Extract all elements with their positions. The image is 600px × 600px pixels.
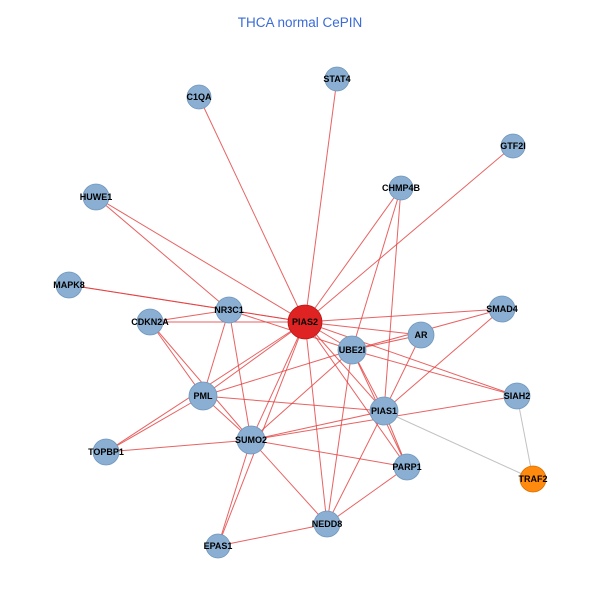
- edge-UBE2I-SIAH2: [351, 349, 518, 397]
- edge-PIAS2-PARP1: [304, 321, 408, 468]
- edge-PIAS2-NEDD8: [304, 321, 328, 525]
- edge-PIAS2-CHMP4B: [304, 187, 402, 323]
- node-TRAF2[interactable]: TRAF2: [519, 465, 548, 493]
- node-circle-UBE2I[interactable]: [337, 335, 367, 365]
- edge-PIAS2-PML: [202, 321, 306, 397]
- edge-PML-TOPBP1: [105, 395, 204, 453]
- node-circle-PML[interactable]: [188, 381, 218, 411]
- edge-SUMO2-PARP1: [250, 439, 408, 468]
- edge-PIAS1-NEDD8: [326, 410, 385, 525]
- edge-PARP1-NEDD8: [326, 466, 408, 525]
- edge-UBE2I-PML: [202, 349, 353, 397]
- node-circle-SMAD4[interactable]: [488, 295, 516, 323]
- node-MAPK8[interactable]: MAPK8: [53, 271, 85, 299]
- node-circle-CHMP4B[interactable]: [388, 175, 414, 201]
- edge-SIAH2-TRAF2: [516, 395, 534, 480]
- edge-NR3C1-MAPK8: [68, 284, 230, 311]
- edge-SUMO2-CDKN2A: [149, 321, 252, 441]
- edge-PIAS2-C1QA: [198, 96, 306, 323]
- node-circle-NEDD8[interactable]: [313, 510, 341, 538]
- edge-SUMO2-NR3C1: [228, 309, 252, 441]
- edge-SUMO2-PIAS1: [250, 410, 385, 441]
- edge-SUMO2-TOPBP1: [105, 439, 252, 453]
- node-circle-HUWE1[interactable]: [82, 183, 110, 211]
- node-circle-CDKN2A[interactable]: [136, 308, 164, 336]
- node-UBE2I[interactable]: UBE2I: [337, 335, 367, 365]
- node-GTF2I[interactable]: GTF2I: [500, 133, 526, 159]
- node-circle-TOPBP1[interactable]: [92, 438, 120, 466]
- edge-PIAS1-TRAF2: [383, 410, 534, 480]
- node-circle-EPAS1[interactable]: [205, 533, 231, 559]
- edge-PML-NR3C1: [202, 309, 230, 397]
- node-circle-PARP1[interactable]: [393, 453, 421, 481]
- node-EPAS1[interactable]: EPAS1: [204, 533, 233, 559]
- node-STAT4[interactable]: STAT4: [323, 66, 351, 92]
- edge-PIAS2-STAT4: [304, 78, 338, 323]
- node-circle-PIAS1[interactable]: [369, 396, 399, 426]
- edge-NEDD8-EPAS1: [217, 523, 328, 547]
- edge-PIAS2-SMAD4: [304, 308, 503, 323]
- node-AR[interactable]: AR: [407, 321, 435, 349]
- edge-PML-PIAS1: [202, 395, 385, 412]
- node-circle-MAPK8[interactable]: [55, 271, 83, 299]
- edge-UBE2I-CHMP4B: [351, 187, 402, 351]
- edge-PML-CDKN2A: [149, 321, 204, 397]
- edge-PIAS2-GTF2I: [304, 145, 514, 323]
- edge-PIAS2-AR: [304, 321, 422, 336]
- node-TOPBP1[interactable]: TOPBP1: [88, 438, 124, 466]
- node-circle-SIAH2[interactable]: [503, 382, 531, 410]
- edge-SUMO2-NEDD8: [250, 439, 328, 525]
- edge-PIAS2-SUMO2: [250, 321, 306, 441]
- node-circle-C1QA[interactable]: [186, 84, 212, 110]
- node-PML[interactable]: PML: [188, 381, 218, 411]
- node-circle-TRAF2[interactable]: [519, 465, 547, 493]
- edge-PIAS2-HUWE1: [95, 196, 306, 323]
- node-PIAS2[interactable]: PIAS2: [287, 304, 323, 340]
- node-SIAH2[interactable]: SIAH2: [503, 382, 531, 410]
- node-circle-GTF2I[interactable]: [500, 133, 526, 159]
- node-circle-NR3C1[interactable]: [215, 296, 243, 324]
- edge-PIAS1-SMAD4: [383, 308, 503, 412]
- node-circle-SUMO2[interactable]: [236, 425, 266, 455]
- edge-SUMO2-EPAS1: [217, 439, 252, 547]
- node-CHMP4B[interactable]: CHMP4B: [382, 175, 421, 201]
- edge-PIAS2-SIAH2: [304, 321, 518, 397]
- node-circle-STAT4[interactable]: [324, 66, 350, 92]
- edge-UBE2I-SUMO2: [250, 349, 353, 441]
- nodes-layer: C1QASTAT4GTF2ICHMP4BHUWE1MAPK8NR3C1CDKN2…: [53, 66, 548, 559]
- edge-PIAS2-PIAS1: [304, 321, 385, 412]
- node-PARP1[interactable]: PARP1: [392, 453, 422, 481]
- node-circle-PIAS2[interactable]: [287, 304, 323, 340]
- node-circle-AR[interactable]: [407, 321, 435, 349]
- edge-NR3C1-HUWE1: [95, 196, 230, 311]
- edge-PIAS1-CHMP4B: [383, 187, 402, 412]
- node-C1QA[interactable]: C1QA: [186, 84, 212, 110]
- edge-UBE2I-NEDD8: [326, 349, 353, 525]
- page-title: THCA normal CePIN: [238, 15, 363, 30]
- node-NEDD8[interactable]: NEDD8: [312, 510, 343, 538]
- node-PIAS1[interactable]: PIAS1: [369, 396, 399, 426]
